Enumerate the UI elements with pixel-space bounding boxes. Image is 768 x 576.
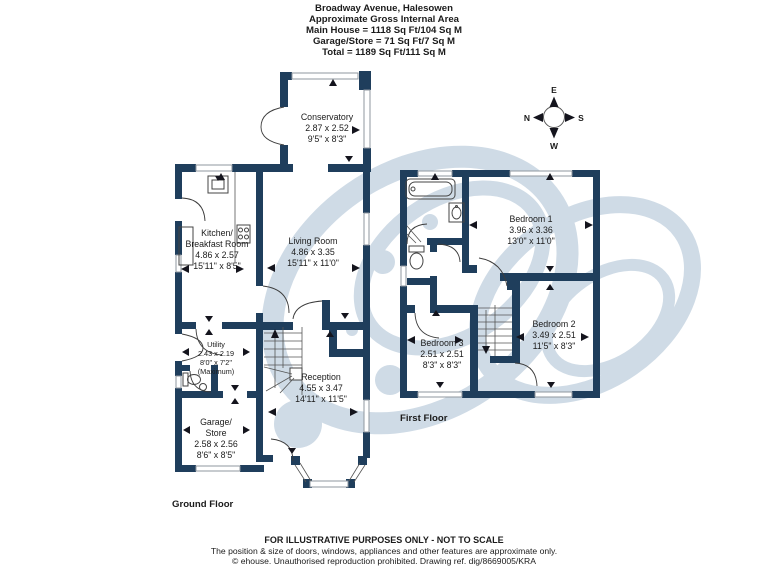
room-label-bedroom3: Bedroom 3 [420,338,463,348]
ground-doors [181,106,323,462]
toilet-icon-ground [182,372,207,391]
header: Broadway Avenue, Halesowen Approximate G… [306,3,462,58]
bathtub-icon [405,178,456,200]
first-doors [406,223,538,387]
header-main-house-area: Main House = 1118 Sq Ft/104 Sq M [306,25,462,36]
first-walls [400,170,600,398]
room-dim-bedroom3-ft: 8'3" x 8'3" [423,360,461,370]
room-dim-utility-m: 2.43 x 2.19 [198,349,234,358]
room-dim-bedroom3-m: 2.51 x 2.51 [420,349,464,359]
compass-label-s: S [578,113,584,123]
stairs-ground [263,327,303,395]
ground-room-labels: Conservatory 2.87 x 2.52 9'5" x 8'3" Kit… [185,112,353,460]
compass-pointer-n [533,113,543,122]
hob-icon [236,224,251,244]
header-garage-area: Garage/Store = 71 Sq Ft/7 Sq M [313,36,455,47]
room-label-bedroom1: Bedroom 1 [509,214,552,224]
header-title: Broadway Avenue, Halesowen [315,3,453,14]
header-subtitle: Approximate Gross Internal Area [309,14,460,25]
room-dim-kitchen-ft: 15'11" x 8'5" [193,261,241,271]
header-total-area: Total = 1189 Sq Ft/111 Sq M [322,47,446,58]
room-label-reception: Reception [301,372,341,382]
basin-icon-ground [199,383,207,391]
room-note-utility: (Maximum) [198,367,234,376]
first-floor-plan: Bedroom 1 3.96 x 3.36 13'0" x 11'0" Bedr… [400,170,600,424]
room-dim-bedroom1-ft: 13'0" x 11'0" [507,236,555,246]
first-fixtures [405,178,512,356]
footer: FOR ILLUSTRATIVE PURPOSES ONLY - NOT TO … [211,535,557,566]
ground-floor-plan: Conservatory 2.87 x 2.52 9'5" x 8'3" Kit… [172,71,371,510]
first-floor-label: First Floor [400,413,448,424]
ground-markers [181,79,360,454]
room-label-kitchen-2: Breakfast Room [185,239,248,249]
compass-pointer-w [549,128,559,139]
stairs-up-arrow [271,329,279,338]
room-dim-living-ft: 15'11" x 11'0" [287,258,339,268]
room-dim-garage-m: 2.58 x 2.56 [194,439,238,449]
compass-label-e: E [551,85,557,95]
compass-label-n: N [524,113,530,123]
room-dim-bedroom2-m: 3.49 x 2.51 [532,330,576,340]
ground-floor-label: Ground Floor [172,499,234,510]
room-dim-bedroom1-m: 3.96 x 3.36 [509,225,553,235]
compass-label-w: W [550,141,559,151]
room-label-kitchen: Kitchen/ [201,228,233,238]
room-label-living: Living Room [289,236,338,246]
ground-walls [175,71,371,488]
room-dim-kitchen-m: 4.86 x 2.57 [195,250,239,260]
room-label-utility: Utility [207,340,225,349]
sink-icon [448,202,465,223]
compass-pointer-s [565,113,575,122]
footer-approximation-note: The position & size of doors, windows, a… [211,546,557,556]
watermark-logo [261,145,701,448]
first-room-labels: Bedroom 1 3.96 x 3.36 13'0" x 11'0" Bedr… [420,214,576,370]
toilet-icon-first [408,245,425,270]
room-dim-conservatory-m: 2.87 x 2.52 [305,123,349,133]
room-dim-living-m: 4.86 x 3.35 [291,247,335,257]
room-dim-reception-ft: 14'11" x 11'5" [295,394,347,404]
room-dim-bedroom2-ft: 11'5" x 8'3" [533,341,576,351]
stairs-down-arrow [482,346,490,354]
room-dim-reception-m: 4.55 x 3.47 [299,383,343,393]
compass: E S W N [524,85,584,151]
first-markers [407,173,593,388]
stairs-first [478,305,512,356]
room-label-conservatory: Conservatory [301,112,354,122]
kitchen-unit-icon [178,226,194,266]
ground-windows [175,72,371,488]
compass-pointer-e [549,96,559,107]
ground-fixtures [178,172,303,395]
room-label-bedroom2: Bedroom 2 [532,319,575,329]
room-dim-utility-ft: 8'0" x 7'2" [200,358,232,367]
room-dim-garage-ft: 8'6" x 8'5" [197,450,235,460]
room-label-garage-2: Store [205,428,226,438]
room-label-garage: Garage/ [200,417,232,427]
room-dim-conservatory-ft: 9'5" x 8'3" [308,134,346,144]
footer-disclaimer: FOR ILLUSTRATIVE PURPOSES ONLY - NOT TO … [264,535,503,545]
footer-copyright: © ehouse. Unauthorised reproduction proh… [232,556,536,566]
compass-circle [543,106,565,128]
